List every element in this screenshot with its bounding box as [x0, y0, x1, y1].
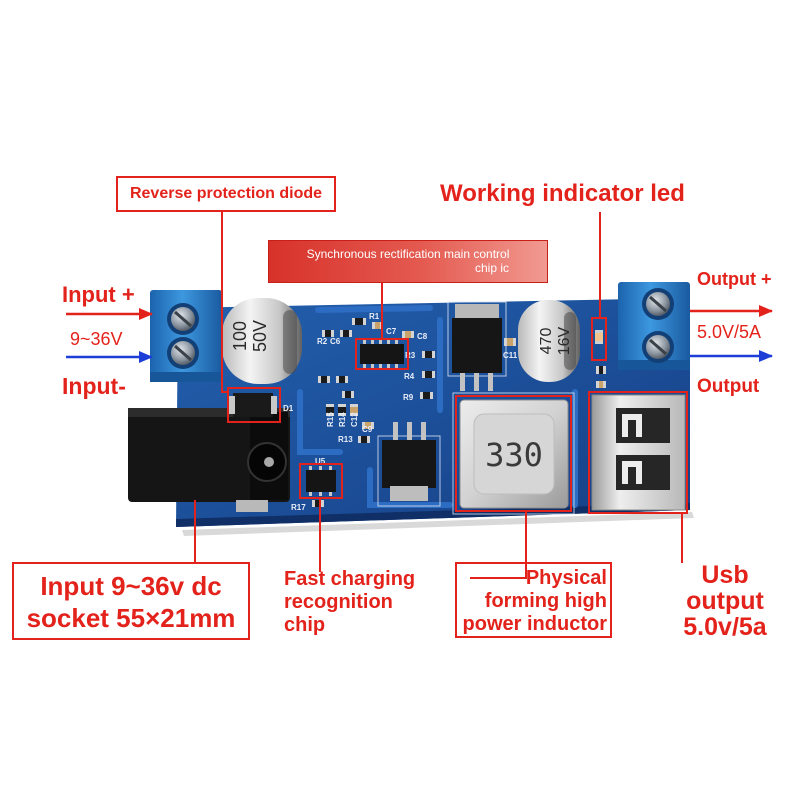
mosfet-top — [452, 304, 502, 391]
usb-output-text-line-2: output — [686, 587, 764, 615]
pcb-edge — [176, 503, 690, 527]
smd-resistor — [312, 500, 324, 507]
smd-resistor — [422, 371, 435, 378]
power-inductor: 330 — [459, 399, 569, 509]
input-terminal-block — [150, 290, 222, 382]
silk-label: U5 — [315, 457, 326, 466]
input-negative-label: Input- — [62, 373, 126, 399]
usb-port — [591, 394, 686, 511]
silk-label: R13 — [338, 435, 353, 444]
silk-label: C7 — [386, 327, 397, 336]
usb-output-label: Usb output 5.0v/5a — [672, 562, 778, 640]
smd-resistor — [322, 330, 334, 337]
output-rating-label: 5.0V/5A — [697, 322, 762, 342]
output-capacitor-voltage: 16V — [556, 326, 573, 355]
dc-socket-callout: Input 9~36v dc socket 55×21mm — [12, 562, 250, 640]
indicator-led-label: Working indicator led — [440, 180, 685, 207]
usb-highlight — [588, 391, 688, 514]
smd-capacitor — [596, 381, 606, 388]
smd-resistor — [342, 391, 354, 398]
output-positive-label: Output + — [697, 269, 772, 289]
smd-resistor — [340, 330, 352, 337]
fast-charge-chip-label: Fast charging recognition chip — [284, 568, 415, 637]
dc-power-socket — [128, 408, 290, 512]
silk-label: R1 — [369, 312, 380, 321]
silk-label: R2 — [317, 337, 328, 346]
input-capacitor-value: 100 — [230, 321, 250, 351]
smd-resistor — [326, 404, 334, 416]
smd-resistor — [318, 376, 330, 383]
pcb-traces — [297, 305, 578, 508]
silk-label: C6 — [330, 337, 341, 346]
fast-charging-chip — [306, 466, 336, 496]
smd-capacitor — [350, 404, 358, 416]
smd-capacitor — [402, 331, 414, 338]
silk-label: R3 — [405, 351, 416, 360]
silk-label: C9 — [362, 425, 373, 434]
fast-charge-text-line-2: recognition — [284, 591, 393, 613]
silk-label: R4 — [404, 372, 415, 381]
silkscreen-labels: R2 C6 R1 C7 C8 R3 R4 R9 R15 R14 C12 C9 R… — [283, 312, 518, 512]
reverse-protection-diode — [229, 393, 277, 417]
inductor-marking: 330 — [485, 436, 543, 474]
reverse-diode-text: Reverse protection diode — [129, 185, 323, 203]
diode-highlight — [227, 387, 281, 423]
silk-label: C8 — [417, 332, 428, 341]
output-negative-label: Output — [697, 376, 760, 397]
main-chip-text-line-2: chip ic — [474, 261, 509, 275]
input-capacitor-voltage: 50V — [250, 320, 270, 352]
inductor-text-line-3: power inductor — [462, 613, 607, 635]
output-capacitor-value: 470 — [538, 328, 555, 355]
smd-components — [312, 318, 606, 507]
input-voltage-range: 9~36V — [70, 329, 123, 349]
smd-resistor — [596, 366, 606, 374]
smd-capacitor — [362, 422, 374, 429]
smd-resistor — [352, 318, 366, 325]
usb-output-text-line-3: 5.0v/5a — [683, 613, 767, 641]
dc-socket-text-line-1: Input 9~36v dc — [40, 571, 222, 601]
smd-resistor — [420, 392, 433, 399]
silk-label: R15 — [326, 412, 335, 427]
silk-label: C12 — [350, 412, 359, 427]
indicator-led — [595, 330, 603, 344]
fast-charge-text-line-3: chip — [284, 614, 326, 636]
silk-label: R17 — [291, 503, 306, 512]
leader-lines — [194, 212, 683, 579]
mosfet-bottom — [382, 422, 436, 501]
fast-charge-text-line-1: Fast charging — [284, 568, 416, 590]
main-chip-callout: Synchronous rectification main control c… — [268, 240, 548, 283]
inductor-leader — [470, 511, 527, 579]
smd-resistor — [358, 436, 370, 443]
inductor-callout: Physical forming high power inductor — [455, 562, 612, 638]
reverse-diode-callout: Reverse protection diode — [116, 176, 336, 212]
input-capacitor: 100 50V — [222, 298, 302, 384]
output-capacitor: 470 16V — [518, 300, 580, 382]
smd-resistor — [336, 376, 348, 383]
inductor-text-line-1: Physical — [525, 567, 607, 589]
diode-leader — [221, 212, 228, 393]
usb-output-text-line-1: Usb — [701, 561, 749, 589]
smd-capacitor — [504, 338, 516, 346]
output-terminal-block — [618, 282, 690, 370]
smd-resistor — [338, 404, 346, 416]
silk-label: C11 — [503, 351, 518, 360]
silk-label: D1 — [283, 404, 294, 413]
dc-socket-text-line-2: socket 55×21mm — [26, 603, 236, 633]
silk-label: R14 — [338, 412, 347, 427]
silk-label: R9 — [403, 393, 414, 402]
board-shadow — [182, 512, 694, 536]
main-control-chip — [360, 340, 404, 368]
inductor-highlight — [455, 395, 572, 512]
inductor-text-line-2: forming high — [484, 590, 607, 612]
main-chip-text-line-1: Synchronous rectification main control — [306, 247, 510, 261]
input-positive-label: Input + — [62, 282, 135, 307]
smd-resistor — [422, 351, 435, 358]
